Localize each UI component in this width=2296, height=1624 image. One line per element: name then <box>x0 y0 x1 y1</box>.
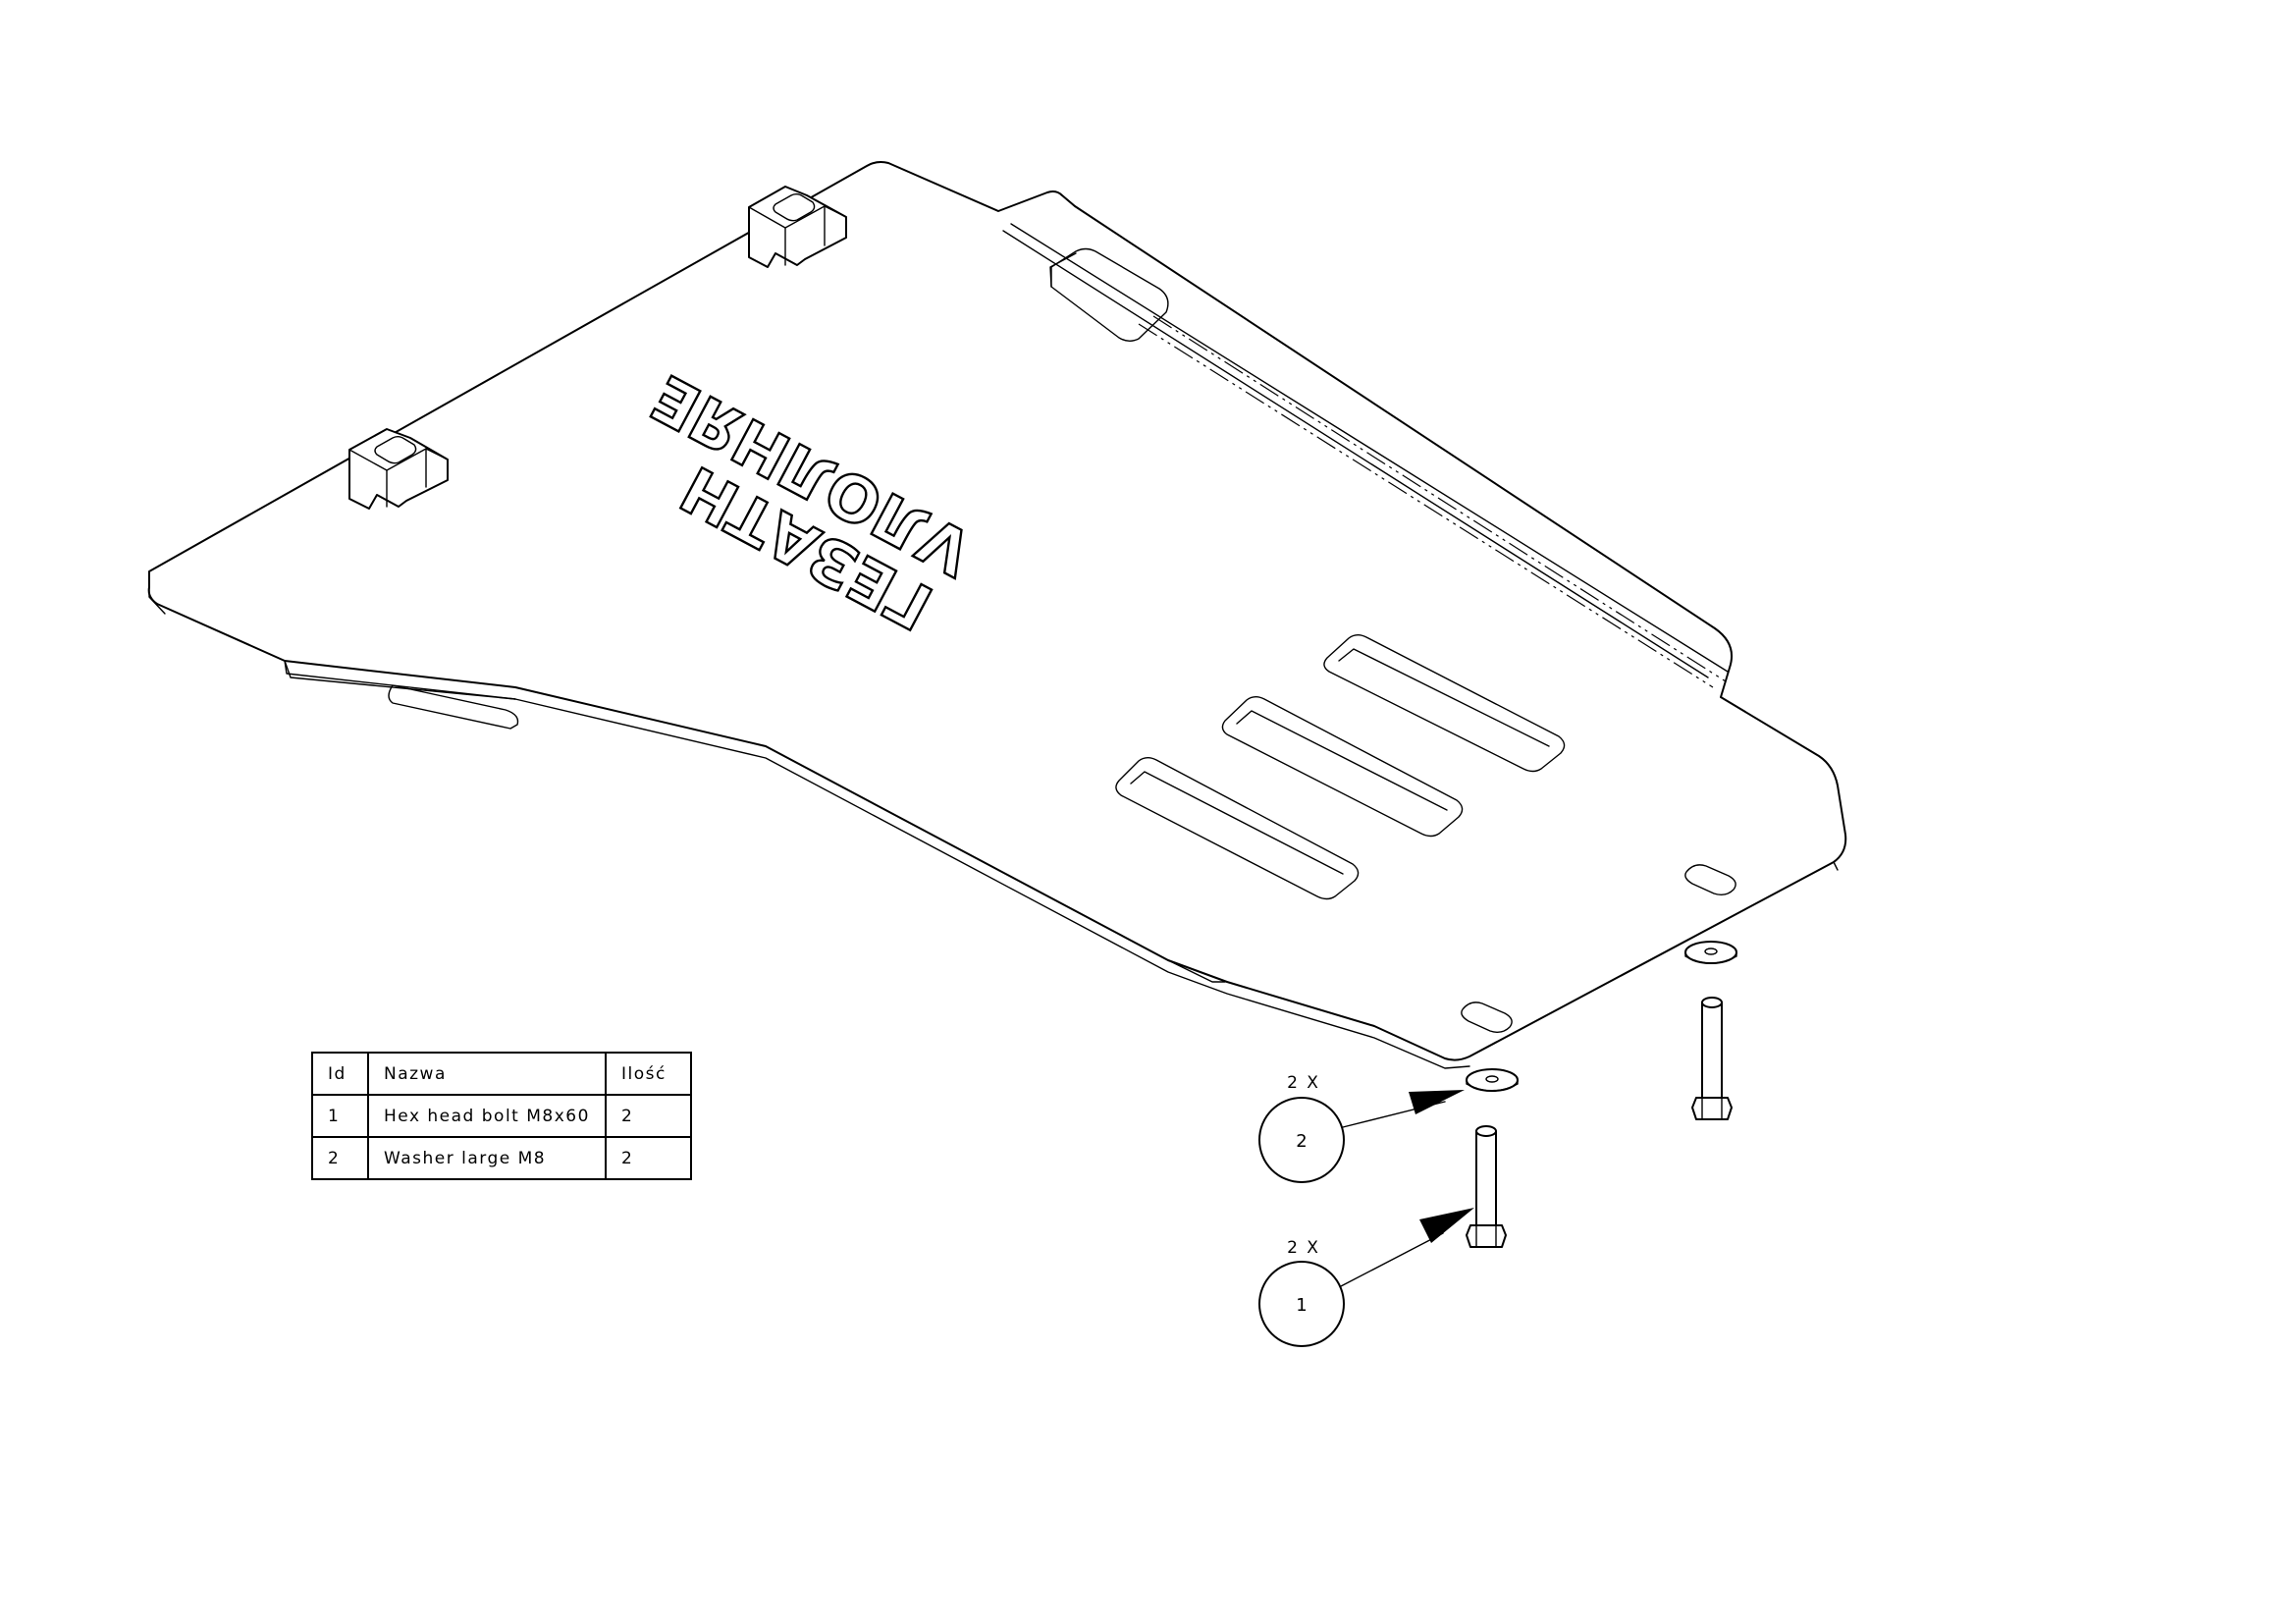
bolt-right <box>1691 997 1733 1120</box>
arrow-washer <box>1409 1090 1465 1114</box>
callout-washer-id: 2 <box>1296 1131 1307 1152</box>
callout-washer: 2 2 X <box>1258 1073 1465 1183</box>
washer-right <box>1684 941 1737 964</box>
cell-id: 2 <box>311 1136 369 1180</box>
skid-plate: ГЕЗАТН VЛОЛНЯЕ <box>147 161 1847 1069</box>
bolt-center <box>1466 1125 1507 1248</box>
cell-qty: 2 <box>605 1136 692 1180</box>
header-name: Nazwa <box>367 1052 607 1096</box>
header-id: Id <box>311 1052 369 1096</box>
cell-name: Washer large M8 <box>367 1136 607 1180</box>
mounting-bracket-front <box>348 428 449 510</box>
cell-qty: 2 <box>605 1094 692 1138</box>
arrow-bolt <box>1419 1208 1474 1243</box>
callout-bolt-multiplier: 2 X <box>1287 1238 1320 1258</box>
table-header-row: Id Nazwa Ilość <box>311 1052 692 1096</box>
logo-emboss: ГЕЗАТН VЛОЛНЯЕ <box>640 358 986 644</box>
parts-table: Id Nazwa Ilość 1 Hex head bolt M8x60 2 2… <box>311 1052 692 1180</box>
cell-name: Hex head bolt M8x60 <box>367 1094 607 1138</box>
cell-id: 1 <box>311 1094 369 1138</box>
table-row: 1 Hex head bolt M8x60 2 <box>311 1094 692 1138</box>
mounting-bracket-rear <box>748 186 847 268</box>
callout-bolt-id: 1 <box>1296 1295 1307 1316</box>
header-qty: Ilość <box>605 1052 692 1096</box>
washer-center <box>1466 1068 1519 1092</box>
table-row: 2 Washer large M8 2 <box>311 1136 692 1180</box>
callout-washer-multiplier: 2 X <box>1287 1073 1320 1093</box>
callout-bolt: 1 2 X <box>1258 1208 1474 1347</box>
